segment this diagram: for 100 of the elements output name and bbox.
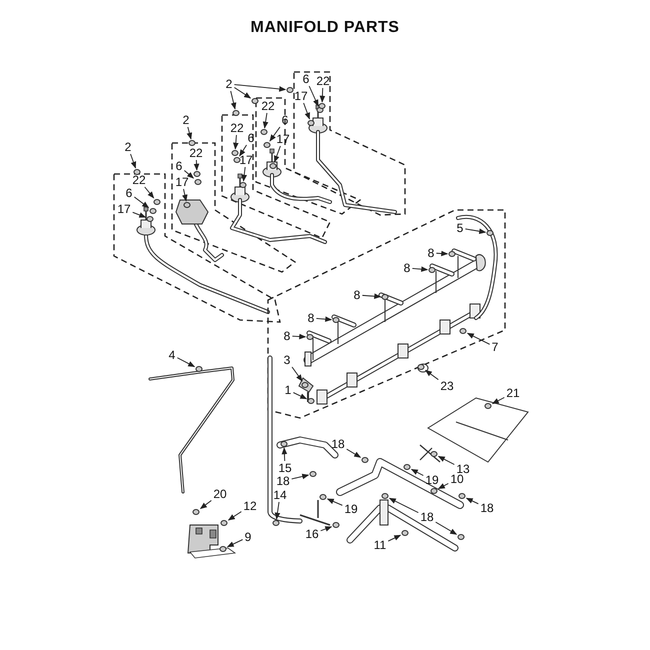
part-drawing <box>332 317 340 323</box>
leader-line <box>176 357 196 368</box>
callout-number: 3 <box>282 354 292 366</box>
part-drawing <box>232 110 240 116</box>
leader-line <box>436 250 448 256</box>
callout-number: 22 <box>131 174 147 186</box>
callout-number: 2 <box>224 78 234 90</box>
part-drawing <box>448 251 456 257</box>
leader-line <box>132 212 146 218</box>
leader-line <box>200 500 212 510</box>
leader-line <box>320 88 326 103</box>
part-drawing <box>220 520 228 526</box>
callout-number: 17 <box>238 154 254 166</box>
callout-number: 6 <box>280 114 290 126</box>
callout-number: 2 <box>182 114 190 126</box>
part-drawing <box>306 334 314 340</box>
leader-line <box>241 166 247 182</box>
callout-number: 11 <box>372 539 388 551</box>
part-drawing <box>252 98 258 104</box>
callout-number: 18 <box>330 438 346 450</box>
leader-line <box>412 266 428 272</box>
leader-line <box>320 526 332 532</box>
part-drawing <box>234 157 240 163</box>
part-drawing <box>318 103 326 109</box>
part-drawing <box>264 142 270 148</box>
part-drawing <box>332 522 340 528</box>
callout-number: 8 <box>402 262 412 274</box>
part-drawing <box>194 171 200 177</box>
leader-line <box>269 126 280 142</box>
callout-number: 17 <box>275 133 291 145</box>
callout-number: 6 <box>174 160 184 172</box>
leader-line <box>194 160 200 171</box>
callout-number: 17 <box>174 176 190 188</box>
leader-line <box>130 154 136 169</box>
part-drawing <box>154 199 160 205</box>
part-drawing <box>486 230 494 236</box>
callout-number: 7 <box>490 341 500 353</box>
callout-number: 20 <box>212 488 228 500</box>
part-drawing <box>430 451 438 457</box>
leader-line <box>234 84 286 92</box>
leader-line <box>466 498 479 504</box>
leader-line <box>186 126 192 140</box>
diagram-title: MANIFOLD PARTS <box>250 19 400 37</box>
part-drawing <box>240 182 246 188</box>
leader-line <box>438 456 455 465</box>
part-drawing <box>260 129 268 135</box>
callout-number: 8 <box>306 312 316 324</box>
part-drawing <box>272 520 280 526</box>
callout-number: 5 <box>456 222 464 234</box>
callout-number: 6 <box>124 187 134 199</box>
leader-line <box>388 534 402 542</box>
part-drawing <box>192 509 200 515</box>
callout-number: 12 <box>242 500 258 512</box>
callout-number: 18 <box>275 475 291 487</box>
leader-line <box>424 370 439 380</box>
callout-number: 10 <box>449 473 465 485</box>
callout-number: 16 <box>304 528 320 540</box>
leader-line <box>274 502 280 520</box>
leader-line <box>144 186 154 199</box>
leader-line <box>226 539 244 548</box>
part-drawing <box>188 140 196 146</box>
leader-line <box>346 448 362 458</box>
callout-number: 21 <box>505 387 521 399</box>
leader-line <box>292 366 303 382</box>
leader-line <box>230 90 236 110</box>
leader-line <box>228 511 242 520</box>
part-drawing <box>458 534 464 540</box>
callout-number: 13 <box>455 463 471 475</box>
leader-line <box>435 522 458 535</box>
part-drawing <box>150 208 156 214</box>
leader-line <box>388 498 419 514</box>
callout-number: 8 <box>282 330 292 342</box>
leader-line <box>464 228 486 234</box>
callout-number: 8 <box>426 247 436 259</box>
leader-line <box>134 196 150 208</box>
part-drawing <box>458 493 466 499</box>
leader-line <box>262 112 268 129</box>
leader-line <box>282 447 288 462</box>
part-drawing <box>196 366 202 372</box>
callout-number: 4 <box>168 349 176 361</box>
part-drawing <box>460 328 466 334</box>
leader-line <box>316 316 332 322</box>
leader-line <box>326 498 343 506</box>
leader-line <box>292 392 308 400</box>
part-drawing <box>232 150 238 156</box>
callout-number: 18 <box>479 502 495 514</box>
part-drawing <box>308 120 314 126</box>
part-drawing <box>310 471 316 477</box>
part-drawing <box>402 530 408 536</box>
callout-number: 9 <box>244 531 252 543</box>
part-drawing <box>418 364 424 370</box>
leader-line <box>233 134 239 150</box>
part-drawing <box>382 493 388 499</box>
leader-line <box>234 87 252 98</box>
leader-line <box>410 468 424 476</box>
callout-number: 6 <box>246 132 256 144</box>
leader-line <box>182 188 188 202</box>
callout-number: 19 <box>424 474 440 486</box>
leader-line <box>438 483 449 490</box>
callout-number: 6 <box>302 73 310 85</box>
